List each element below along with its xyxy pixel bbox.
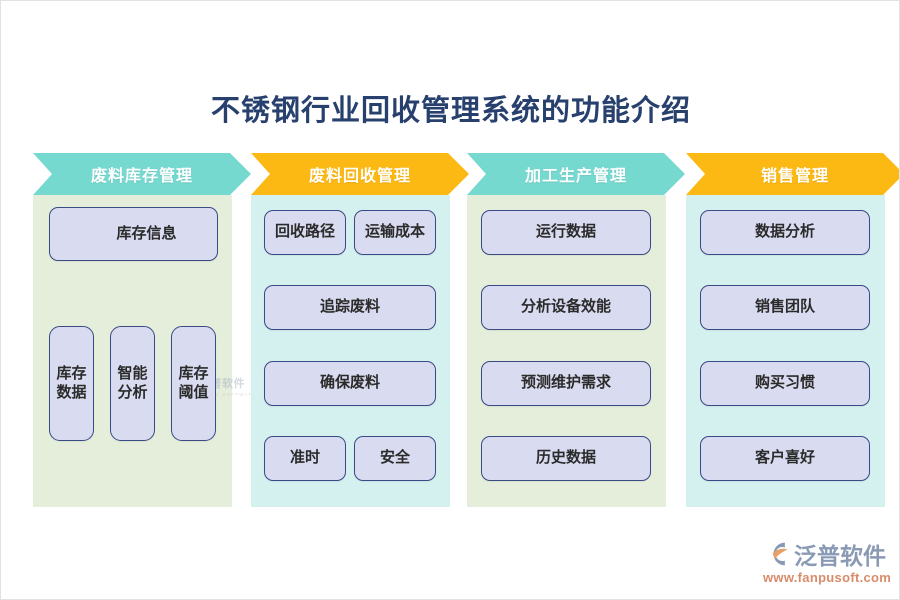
box-label-safety: 安全 — [379, 449, 410, 467]
logo-website-url: www.fanpusoft.com — [763, 570, 892, 585]
box-track-waste[interactable]: 追踪废料 — [264, 285, 436, 330]
column-header-3[interactable]: 加工生产管理 — [467, 153, 685, 195]
page-title: 不锈钢行业回收管理系统的功能介绍 — [210, 95, 691, 127]
box-inventory-info[interactable]: 库存信息 — [49, 207, 218, 261]
box-label-ensure-waste: 确保废料 — [319, 374, 380, 392]
box-predict-maintenance-demand[interactable]: 预测维护需求 — [481, 361, 651, 406]
box-label-recycling-route: 回收路径 — [274, 223, 335, 241]
column-header-label-4: 销售管理 — [760, 168, 829, 185]
logo-company-name: 泛普软件 — [794, 543, 886, 569]
box-label-analyze-equipment-efficiency: 分析设备效能 — [520, 298, 611, 316]
box-label-inventory-info: 库存信息 — [116, 224, 177, 242]
logo-row: 泛普软件 — [763, 539, 889, 569]
box-sales-team[interactable]: 销售团队 — [700, 285, 870, 330]
box-label-sales-team: 销售团队 — [754, 298, 815, 316]
column-header-label-3: 加工生产管理 — [524, 168, 627, 185]
box-inventory-data[interactable]: 库存数据 — [49, 326, 94, 441]
box-safety[interactable]: 安全 — [354, 436, 436, 481]
box-smart-analysis[interactable]: 智能分析 — [110, 326, 155, 441]
box-label-smart-analysis: 智能分析 — [117, 365, 148, 401]
box-label-track-waste: 追踪废料 — [319, 298, 380, 316]
column-header-4[interactable]: 销售管理 — [686, 153, 899, 195]
box-label-purchase-habits: 购买习惯 — [754, 374, 815, 392]
box-label-predict-maintenance-demand: 预测维护需求 — [520, 374, 611, 392]
box-label-on-time: 准时 — [289, 449, 320, 467]
box-on-time[interactable]: 准时 — [264, 436, 346, 481]
box-historical-data[interactable]: 历史数据 — [481, 436, 651, 481]
box-purchase-habits[interactable]: 购买习惯 — [700, 361, 870, 406]
column-header-label-2: 废料回收管理 — [308, 168, 411, 185]
box-label-inventory-threshold: 库存阈值 — [178, 365, 209, 401]
box-data-analysis[interactable]: 数据分析 — [700, 210, 870, 255]
column-header-label-1: 废料库存管理 — [90, 168, 193, 185]
column-header-1[interactable]: 废料库存管理 — [33, 153, 251, 195]
fanpu-logo-icon — [772, 542, 788, 566]
box-operation-data[interactable]: 运行数据 — [481, 210, 651, 255]
fanpu-logo: 泛普软件 www.fanpusoft.com — [763, 539, 892, 585]
box-recycling-route[interactable]: 回收路径 — [264, 210, 346, 255]
box-label-customer-preference: 客户喜好 — [754, 449, 815, 467]
column-header-2[interactable]: 废料回收管理 — [251, 153, 469, 195]
box-label-transport-cost: 运输成本 — [364, 223, 425, 241]
box-label-historical-data: 历史数据 — [535, 449, 596, 467]
box-label-operation-data: 运行数据 — [535, 223, 596, 241]
box-label-data-analysis: 数据分析 — [754, 223, 815, 241]
box-ensure-waste[interactable]: 确保废料 — [264, 361, 436, 406]
box-customer-preference[interactable]: 客户喜好 — [700, 436, 870, 481]
box-inventory-threshold[interactable]: 库存阈值 — [171, 326, 216, 441]
box-analyze-equipment-efficiency[interactable]: 分析设备效能 — [481, 285, 651, 330]
box-label-inventory-data: 库存数据 — [56, 365, 87, 401]
box-transport-cost[interactable]: 运输成本 — [354, 210, 436, 255]
